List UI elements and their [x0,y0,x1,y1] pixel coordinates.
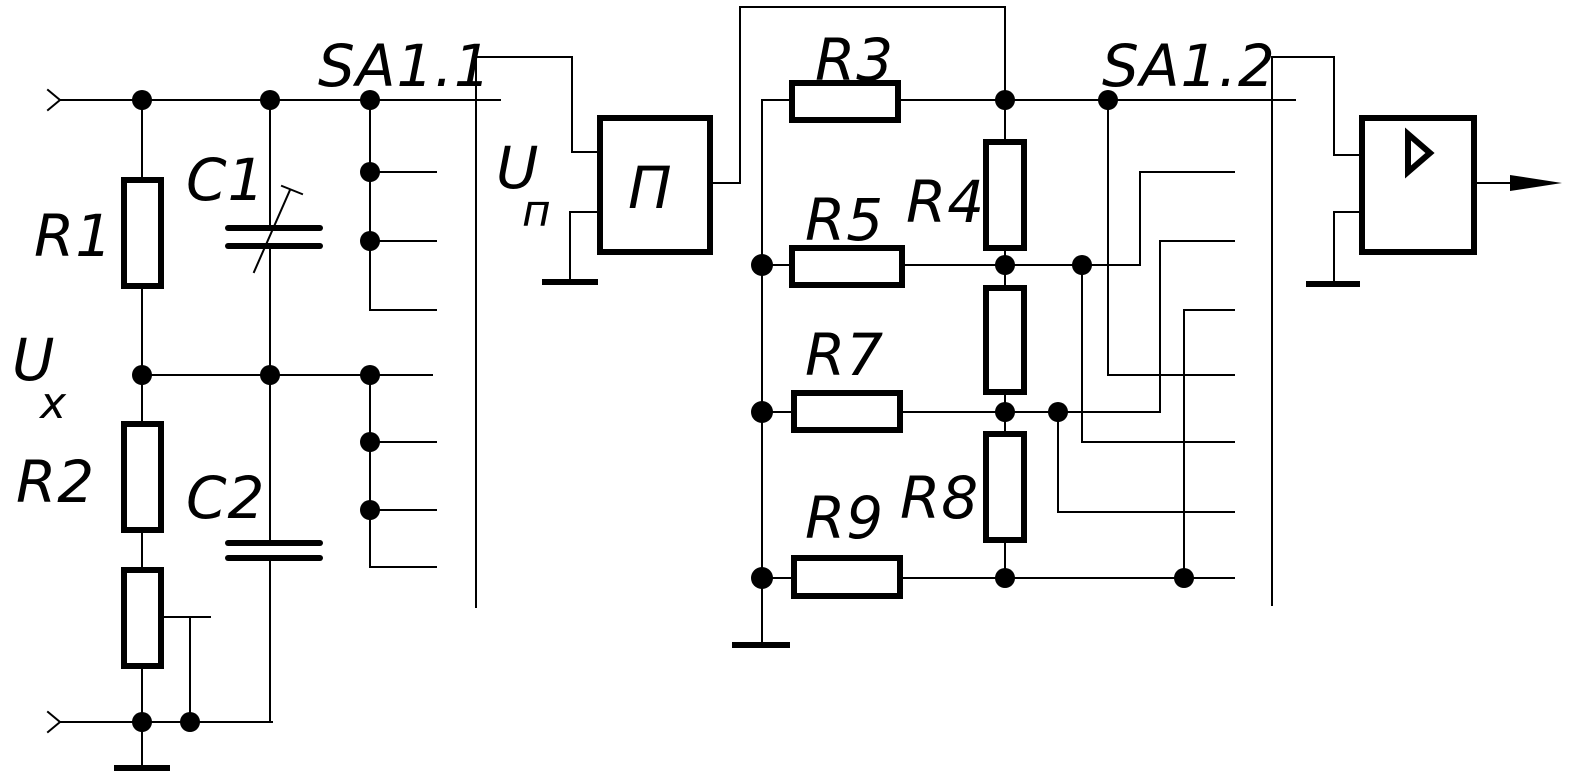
junction-dot [360,365,380,385]
input-terminal-bottom-icon [46,710,62,734]
label-sa1-2: SA1.2 [1102,32,1276,100]
wire [569,211,601,281]
label-r2: R2 [16,448,95,516]
wire [1271,56,1361,156]
junction-dot [1174,568,1194,588]
junction-dot [995,90,1015,110]
label-c2: C2 [186,464,265,532]
labels: SA1.1 SA1.2 R3 R4 R5 R7 R8 R9 R1 R2 C1 C… [12,26,1276,552]
junction-dot [1098,90,1118,110]
label-r3: R3 [815,26,894,94]
junction-dot [360,162,380,182]
wire [475,56,601,153]
resistor-r7 [791,390,903,433]
wire [761,99,791,646]
converter-block [542,6,1006,285]
junction-dot [360,90,380,110]
label-r1: R1 [34,202,113,270]
wire [1159,240,1235,413]
label-un-sub: п [522,186,551,237]
junction-dot [132,365,152,385]
wire [1183,309,1235,579]
variable-cap-arrow-icon [252,188,292,274]
label-r9: R9 [805,484,884,552]
amplifier-block [1306,115,1562,287]
wire [1333,211,1363,283]
label-converter: П [628,154,673,222]
junction-dot [751,254,773,276]
resistor-r2 [121,421,164,533]
label-c1: C1 [186,146,265,214]
converter-box [597,115,713,255]
resistor-r4 [983,139,1027,251]
input-terminal-top-icon [46,88,62,112]
trimmer-resistor [121,567,164,669]
junction-dot [751,401,773,423]
junction-dot [132,712,152,732]
output-arrow-icon [1510,175,1562,191]
converter-output-wire [709,6,1006,184]
input-section [46,56,601,771]
label-ux-sub: x [38,378,67,429]
junction-dot [1048,402,1068,422]
junction-dot [260,90,280,110]
resistor-r3 [789,80,901,123]
resistor-r5 [789,245,905,288]
junction-dot [360,231,380,251]
junction-dot [260,365,280,385]
resistor-r8 [983,431,1027,543]
label-r4: R4 [906,168,985,236]
label-r8: R8 [900,464,979,532]
junction-dot [1072,255,1092,275]
label-un-main: U [496,134,539,202]
wire [1107,99,1235,376]
label-r5: R5 [805,186,884,254]
wire [1081,264,1235,443]
junction-dot [180,712,200,732]
junction-dot [132,90,152,110]
junction-dot [360,500,380,520]
amplifier-box [1359,115,1477,255]
junction-dot [995,402,1015,422]
amplifier-triangle-icon [1405,127,1435,179]
label-ux-main: U [12,326,55,394]
junction-dot [995,255,1015,275]
resistor-r9 [791,555,903,599]
wire [1057,411,1235,513]
resistor-r6 [983,285,1027,395]
resistor-r1 [121,177,164,289]
label-r7: R7 [805,321,884,389]
wire [1139,171,1235,266]
label-sa1-1: SA1.1 [318,32,492,100]
junction-dot [360,432,380,452]
junction-dot [995,568,1015,588]
junction-dot [751,567,773,589]
wire [280,184,304,196]
resistor-network [732,56,1361,648]
